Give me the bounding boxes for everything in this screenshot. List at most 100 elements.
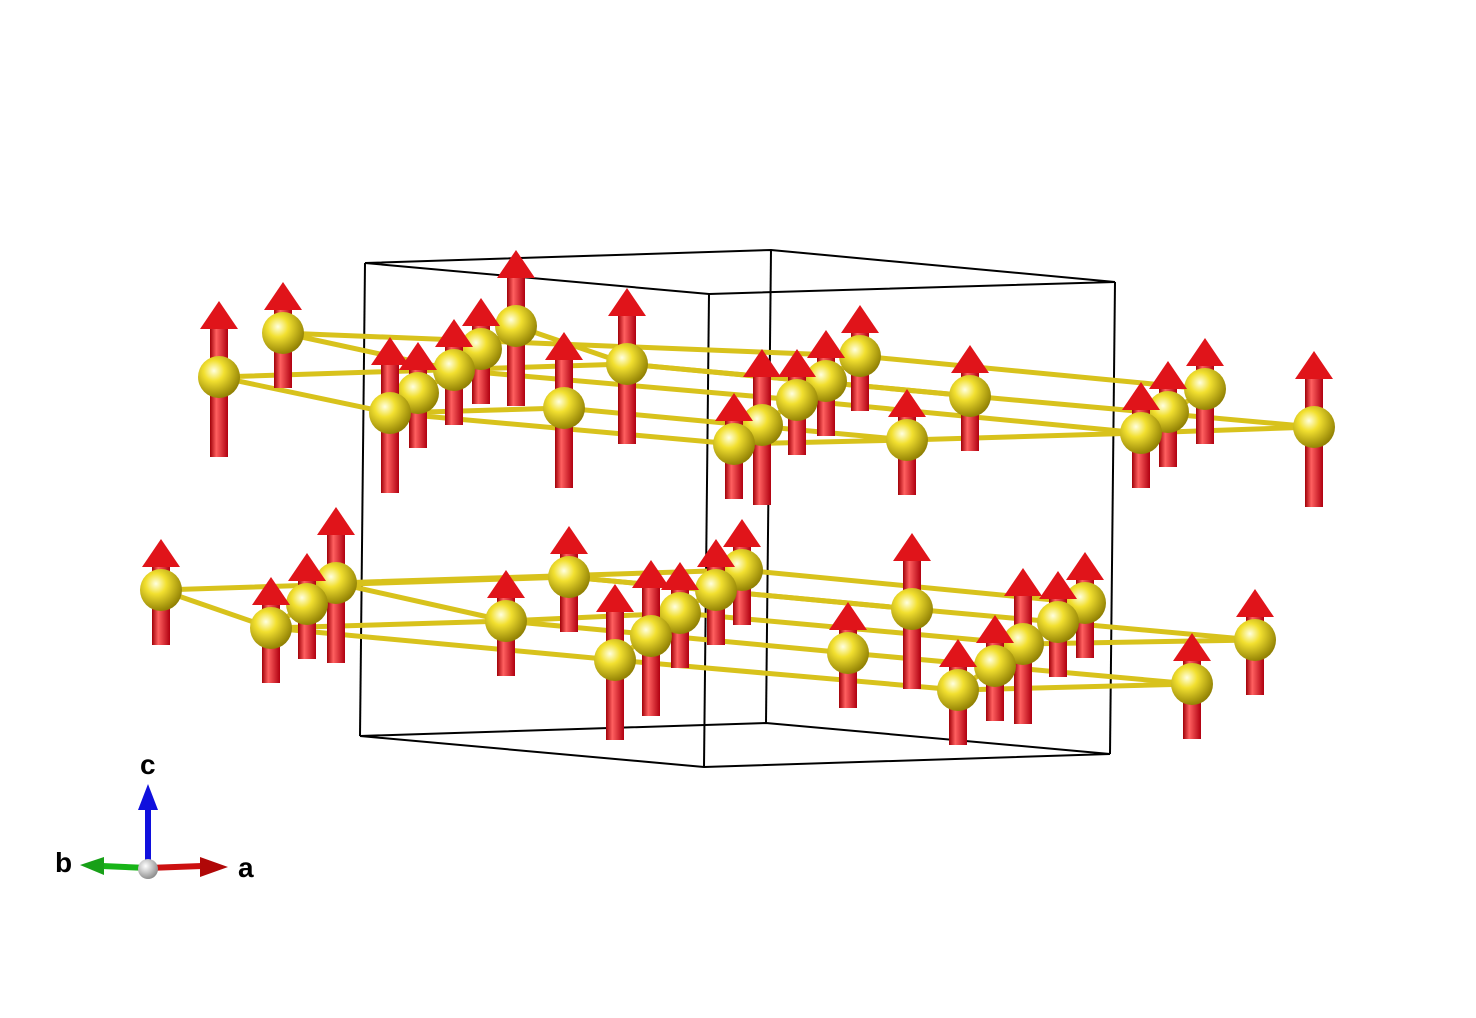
magnetic-atom[interactable]: [250, 577, 292, 683]
magnetic-atom[interactable]: [937, 639, 979, 745]
magnetic-atom[interactable]: [839, 305, 881, 411]
magnetic-atom[interactable]: [1293, 351, 1335, 507]
magnetic-atom[interactable]: [548, 526, 590, 632]
magnetic-atom[interactable]: [630, 560, 672, 716]
atom-sphere: [937, 669, 979, 711]
magnetic-atom[interactable]: [198, 301, 240, 457]
atom-sphere: [262, 312, 304, 354]
magnetic-atom[interactable]: [891, 533, 933, 689]
magnetic-atom[interactable]: [721, 519, 763, 625]
atom-sphere: [713, 423, 755, 465]
atom-sphere: [1234, 619, 1276, 661]
magnetic-atom[interactable]: [262, 282, 304, 388]
atom-sphere: [548, 556, 590, 598]
magnetic-atom[interactable]: [286, 553, 328, 659]
spin-arrow-head-icon: [697, 539, 735, 567]
atom-sphere: [606, 343, 648, 385]
magnetic-atom[interactable]: [1171, 633, 1213, 739]
magnetic-atom[interactable]: [433, 319, 475, 425]
magnetic-atom[interactable]: [1037, 571, 1079, 677]
c-axis-arrowhead-icon: [138, 784, 158, 810]
atom-sphere: [250, 607, 292, 649]
atom-sphere: [543, 387, 585, 429]
spin-arrow-head-icon: [1236, 589, 1274, 617]
magnetic-atom[interactable]: [949, 345, 991, 451]
magnetic-atom[interactable]: [315, 507, 357, 663]
spin-arrow-head-icon: [497, 250, 535, 278]
atom-sphere: [1184, 368, 1226, 410]
magnetic-atom[interactable]: [606, 288, 648, 444]
magnetic-atom[interactable]: [1002, 568, 1044, 724]
atom-sphere: [891, 588, 933, 630]
magnetic-atom[interactable]: [140, 539, 182, 645]
magnetic-atom[interactable]: [1120, 382, 1162, 488]
atom-sphere: [1120, 412, 1162, 454]
atom-sphere: [594, 639, 636, 681]
magnetic-atom[interactable]: [741, 349, 783, 505]
magnetic-atom[interactable]: [369, 337, 411, 493]
magnetic-atom[interactable]: [543, 332, 585, 488]
spin-arrow-head-icon: [976, 615, 1014, 643]
origin-sphere-icon: [138, 859, 158, 879]
spin-arrow-head-icon: [462, 298, 500, 326]
spin-arrow-head-icon: [829, 602, 867, 630]
spin-arrow-head-icon: [1186, 338, 1224, 366]
magnetic-atom[interactable]: [805, 330, 847, 436]
bond: [335, 580, 1256, 647]
magnetic-atom[interactable]: [659, 562, 701, 668]
atom-sphere: [1037, 601, 1079, 643]
spin-arrow-head-icon: [1295, 351, 1333, 379]
spin-arrow-head-icon: [1122, 382, 1160, 410]
atom-sphere: [827, 632, 869, 674]
atom-sphere: [140, 569, 182, 611]
spin-arrow-head-icon: [288, 553, 326, 581]
atom-sphere: [495, 305, 537, 347]
spin-arrow-head-icon: [200, 301, 238, 329]
spin-arrow-head-icon: [1004, 568, 1042, 596]
atoms: [140, 250, 1335, 745]
spin-arrow-head-icon: [252, 577, 290, 605]
magnetic-atom[interactable]: [974, 615, 1016, 721]
b-axis-arrowhead-icon: [80, 857, 104, 875]
atom-sphere: [1171, 663, 1213, 705]
spin-arrow-head-icon: [1066, 552, 1104, 580]
atom-sphere: [695, 569, 737, 611]
spin-arrow-head-icon: [632, 560, 670, 588]
atom-sphere: [369, 392, 411, 434]
atom-sphere: [198, 356, 240, 398]
spin-arrow-head-icon: [545, 332, 583, 360]
spin-arrow-head-icon: [1149, 361, 1187, 389]
magnetic-atom[interactable]: [1147, 361, 1189, 467]
spin-arrow-head-icon: [596, 584, 634, 612]
atom-sphere: [776, 379, 818, 421]
magnetic-atom[interactable]: [776, 349, 818, 455]
atom-sphere: [974, 645, 1016, 687]
magnetic-atom[interactable]: [594, 584, 636, 740]
atom-sphere: [659, 592, 701, 634]
magnetic-atom[interactable]: [713, 393, 755, 499]
spin-arrow-head-icon: [608, 288, 646, 316]
spin-arrow-head-icon: [888, 389, 926, 417]
spin-arrow-head-icon: [317, 507, 355, 535]
magnetic-atom[interactable]: [886, 389, 928, 495]
spin-arrow-head-icon: [807, 330, 845, 358]
magnetic-atom[interactable]: [695, 539, 737, 645]
spin-arrow-head-icon: [487, 570, 525, 598]
magnetic-atom[interactable]: [397, 342, 439, 448]
magnetic-atom[interactable]: [827, 602, 869, 708]
magnetic-atom[interactable]: [1184, 338, 1226, 444]
spin-arrow-head-icon: [841, 305, 879, 333]
axis-label-b: b: [55, 847, 72, 878]
magnetic-atom[interactable]: [495, 250, 537, 406]
axis-label-c: c: [140, 749, 156, 780]
magnetic-atom[interactable]: [485, 570, 527, 676]
magnetic-atom[interactable]: [460, 298, 502, 404]
spin-arrow-head-icon: [951, 345, 989, 373]
spin-arrow-head-icon: [893, 533, 931, 561]
magnetic-atom[interactable]: [1234, 589, 1276, 695]
atom-sphere: [630, 615, 672, 657]
spin-arrow-head-icon: [550, 526, 588, 554]
spin-arrow-head-icon: [399, 342, 437, 370]
spin-arrow-head-icon: [661, 562, 699, 590]
